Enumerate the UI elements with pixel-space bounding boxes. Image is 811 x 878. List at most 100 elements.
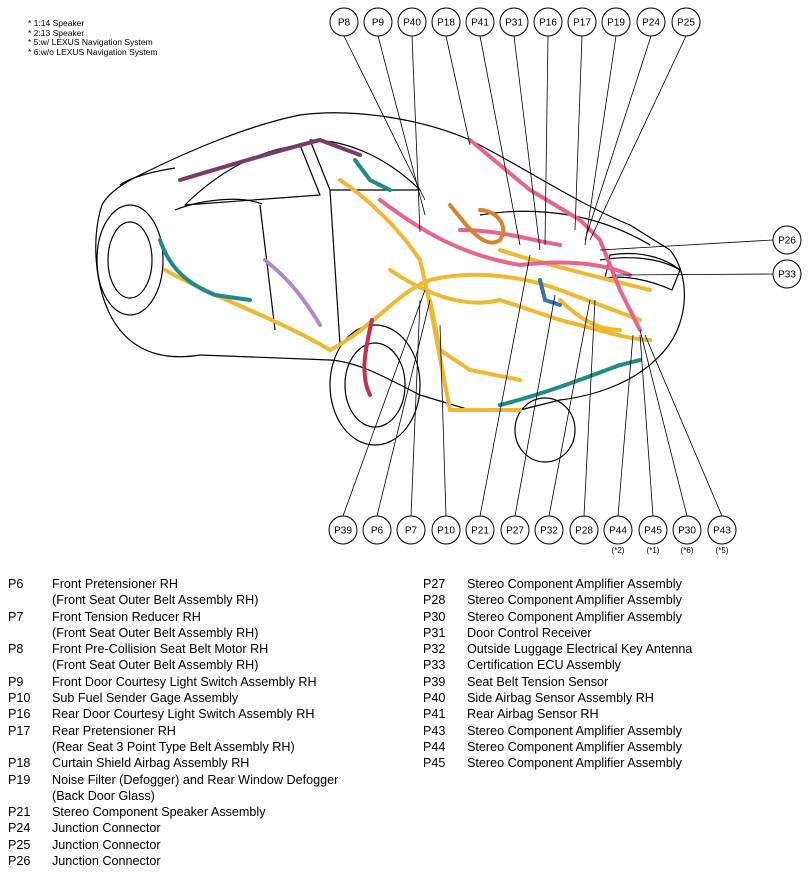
leader-line xyxy=(439,324,447,517)
legend-description-line: Front Pre-Collision Seat Belt Motor RH xyxy=(52,642,269,657)
leader-line xyxy=(514,294,556,517)
legend-description-line: Front Tension Reducer RH xyxy=(52,609,201,624)
legend-code: P44 xyxy=(423,739,446,754)
callout-label: P30 xyxy=(678,526,696,537)
leader-line xyxy=(584,35,617,246)
leader-line xyxy=(513,35,541,251)
legend-code: P7 xyxy=(8,609,24,624)
callout-circle xyxy=(636,7,666,37)
legend-code: P45 xyxy=(423,756,446,771)
callout-p31: P31 xyxy=(499,7,529,37)
legend-code: P8 xyxy=(8,642,24,657)
legend-description-line: Rear Airbag Sensor RH xyxy=(467,707,599,722)
callout-label: P21 xyxy=(471,526,489,537)
harness-blue xyxy=(538,278,562,307)
legend-code: P6 xyxy=(8,577,24,591)
callout-p39: P39 xyxy=(328,515,358,545)
callout-p18: P18 xyxy=(431,7,461,37)
callout-label: P25 xyxy=(677,18,695,29)
callout-label: P27 xyxy=(506,526,524,537)
callout-label: P26 xyxy=(778,236,796,247)
notes-block: * 1:14 Speaker * 2:13 Speaker * 5:w/ LEX… xyxy=(28,18,157,57)
callout-p16: P16 xyxy=(533,7,563,37)
legend-description-line: (Front Seat Outer Belt Assembly RH) xyxy=(52,658,259,673)
callout-circle xyxy=(601,7,631,37)
legend-description-line: Certification ECU Assembly xyxy=(467,658,621,673)
callout-label: P39 xyxy=(334,526,352,537)
legend-description: Front Tension Reducer RH(Front Seat Oute… xyxy=(52,609,258,642)
legend-description-line: (Back Door Glass) xyxy=(52,788,155,803)
legend-code: P43 xyxy=(423,723,446,738)
rear-wheel-2 xyxy=(514,397,576,463)
leader-line xyxy=(584,35,652,241)
legend-description-line: (Rear Seat 3 Point Type Belt Assembly RH… xyxy=(52,739,295,754)
callout-label: P41 xyxy=(471,18,489,29)
harness-lavender xyxy=(263,258,322,327)
callout-p17: P17 xyxy=(567,7,597,37)
note-line: * 2:13 Speaker xyxy=(28,27,85,38)
callout-p7: P7 xyxy=(396,515,426,545)
callout-label: P16 xyxy=(539,18,557,29)
legend-code: P24 xyxy=(8,821,31,836)
leader-line xyxy=(644,334,723,517)
legend-description: Seat Belt Tension Sensor xyxy=(467,674,608,690)
callout-circle xyxy=(500,515,530,545)
legend-description-line: Noise Filter (Defogger) and Rear Window … xyxy=(52,772,339,787)
leader-line xyxy=(376,299,431,517)
callout-p28: P28 xyxy=(569,515,599,545)
legend-description-line: Sub Fuel Sender Gage Assembly xyxy=(52,691,239,706)
callout-p9: P9 xyxy=(363,7,393,37)
leader-lines xyxy=(342,35,774,517)
legend-description: Noise Filter (Defogger) and Rear Window … xyxy=(52,772,338,805)
legend-description: Stereo Component Speaker Assembly xyxy=(52,804,266,820)
legend-description-line: Seat Belt Tension Sensor xyxy=(467,674,609,689)
callout-p32: P32 xyxy=(534,515,564,545)
callout-circle xyxy=(431,7,461,37)
legend-code: P40 xyxy=(423,691,446,706)
callout-p33: P33 xyxy=(772,259,802,289)
legend-description: Front Pre-Collision Seat Belt Motor RH(F… xyxy=(52,641,268,674)
legend-description-line: Outside Luggage Electrical Key Antenna xyxy=(467,642,693,657)
legend-description-line: Stereo Component Amplifier Assembly xyxy=(467,609,682,624)
legend-code: P18 xyxy=(8,756,31,771)
callout-circle xyxy=(363,7,393,37)
callout-label: P28 xyxy=(575,526,593,537)
callout-label: P7 xyxy=(405,526,418,537)
legend-description-line: Front Door Courtesy Light Switch Assembl… xyxy=(52,674,317,689)
harness-purple xyxy=(178,137,362,182)
legend-row: P7 Front Tension Reducer RH(Front Seat Ou… xyxy=(8,609,408,642)
legend-code: P27 xyxy=(423,577,446,591)
leader-line xyxy=(343,35,426,201)
car-body-outline xyxy=(95,112,686,411)
legend-description-line: Door Control Receiver xyxy=(467,625,592,640)
callout-label: P31 xyxy=(505,18,523,29)
callout-label: P32 xyxy=(540,526,558,537)
callout-circle xyxy=(329,7,359,37)
harness-orange xyxy=(448,203,506,245)
callout-circle xyxy=(328,515,358,545)
legend-description-line: Junction Connector xyxy=(52,854,161,869)
legend-description-line: Stereo Component Speaker Assembly xyxy=(52,805,266,820)
leader-line xyxy=(574,35,583,231)
leader-line xyxy=(411,35,421,233)
note-line: * 5:w/ LEXUS Navigation System xyxy=(28,37,153,47)
callout-p24: P24 xyxy=(636,7,666,37)
legend-description-line: Stereo Component Amplifier Assembly xyxy=(467,739,682,754)
legend-code: P28 xyxy=(423,593,446,608)
legend-description: Rear Pretensioner RH(Rear Seat 3 Point T… xyxy=(52,723,295,756)
leader-line xyxy=(548,299,591,517)
callout-circle xyxy=(603,515,633,545)
callout-p27: P27 xyxy=(500,515,530,545)
